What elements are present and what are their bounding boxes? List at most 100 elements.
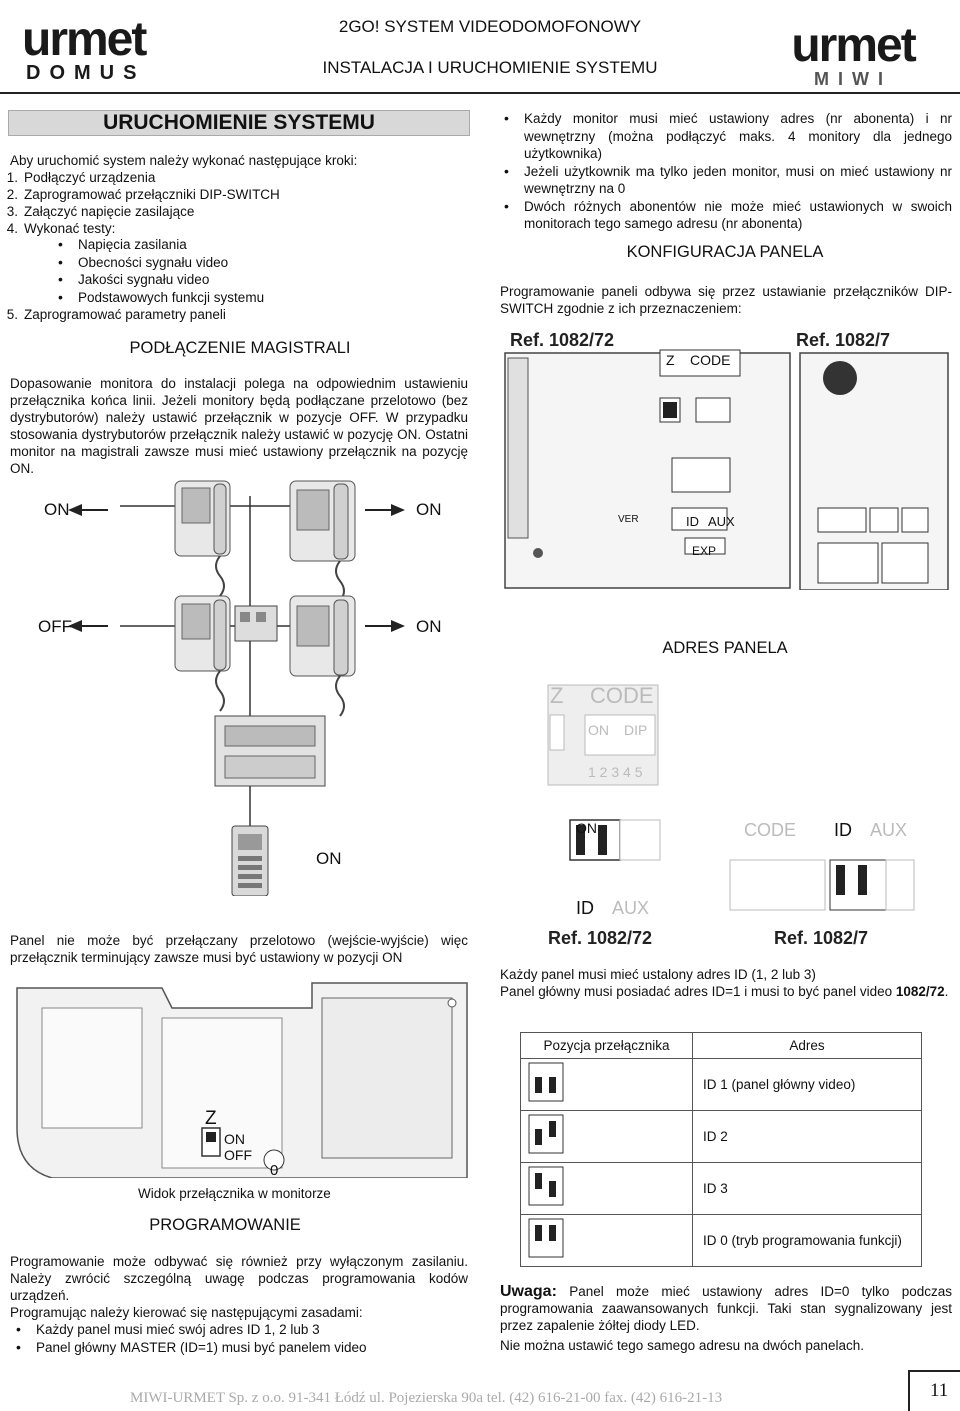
step-item: 3.Załączyć napięcie zasilające: [6, 204, 195, 219]
list-item: Każdy monitor musi mieć ustawiony adres …: [498, 110, 952, 163]
board-diagram-svg: [504, 349, 949, 591]
ref-1082-72-top: Ref. 1082/72: [510, 330, 615, 350]
dip-label-id-2: ID: [576, 898, 594, 918]
monitor-icon: [289, 480, 356, 622]
step-item: 4.Wykonać testy:: [6, 221, 116, 236]
address-note-1: Każdy panel musi mieć ustalony adres ID …: [500, 967, 816, 982]
intro-text: Aby uruchomić system należy wykonać nast…: [10, 153, 358, 168]
header-divider: [0, 92, 960, 94]
board-diagram: [500, 328, 952, 591]
list-item: Jeżeli użytkownik ma tylko jeden monitor…: [498, 163, 952, 198]
board-label-aux: AUX: [708, 514, 735, 529]
dip-switch-icon: [528, 1218, 564, 1258]
logo-right: urmet MIWI: [788, 19, 918, 90]
logo-left: urmet DOMUS: [22, 13, 147, 85]
list-item: Panel główny MASTER (ID=1) musi być pane…: [10, 1339, 450, 1357]
logo-left-sub: DOMUS: [26, 62, 146, 84]
warning-label: Uwaga:: [500, 1283, 557, 1300]
footer-text: MIWI-URMET Sp. z o.o. 91-341 Łódź ul. Po…: [130, 1390, 723, 1406]
label-on-3: ON: [416, 617, 442, 636]
page-number: 11: [930, 1380, 949, 1401]
list-item: Jakości sygnału video: [52, 271, 432, 289]
monitor-back-view: [12, 978, 470, 1179]
list-item: Dwóch różnych abonentów nie może mieć us…: [498, 198, 952, 233]
ref-1082-72: Ref. 1082/72: [548, 928, 653, 948]
monitor-label-z: Z: [205, 1108, 217, 1129]
bus-text: Dopasowanie monitora do instalacji poleg…: [10, 376, 468, 476]
table-cell-address: ID 0 (tryb programowania funkcji): [692, 1214, 922, 1267]
panel-config-title: KONFIGURACJA PANELA: [626, 243, 824, 261]
bus-diagram-svg: [68, 480, 405, 897]
table-row: ID 0 (tryb programowania funkcji): [520, 1214, 922, 1267]
dip-label-code-2: CODE: [744, 820, 797, 840]
table-row: ID 3: [520, 1162, 922, 1215]
list-item: Każdy panel musi mieć swój adres ID 1, 2…: [10, 1321, 450, 1339]
warning-text: Uwaga: Panel może mieć ustawiony adres I…: [500, 1283, 952, 1333]
bus-title: PODŁĄCZENIE MAGISTRALI: [129, 339, 351, 357]
board-label-code: CODE: [690, 352, 731, 368]
table-row: ID 2: [520, 1110, 922, 1163]
monitor-back-svg: [16, 982, 468, 1179]
monitor-icon: [174, 595, 231, 712]
address-note-2: Panel główny musi posiadać adres ID=1 i …: [500, 984, 949, 999]
dip-label-id: ID: [834, 820, 852, 840]
table-row: ID 1 (panel główny video): [520, 1058, 922, 1111]
warning-text-2: Nie można ustawić tego samego adresu na …: [500, 1338, 864, 1353]
monitor-icon: [289, 595, 356, 717]
label-off: OFF: [38, 617, 72, 636]
board-label-ver: VER: [618, 514, 639, 525]
label-on-4: ON: [316, 849, 342, 868]
address-dip-svg: [547, 684, 915, 911]
door-panel-icon: [231, 825, 269, 897]
dip-switch-icon: [528, 1062, 564, 1102]
logo-right-main: urmet: [791, 19, 916, 72]
dip-label-z: Z: [550, 683, 564, 708]
ref-1082-7-top: Ref. 1082/7: [796, 330, 891, 350]
board-label-z: Z: [666, 352, 675, 368]
dip-label-dip: DIP: [624, 722, 648, 738]
step-item: 1.Podłączyć urządzenia: [6, 170, 156, 185]
dip-switch-icon: [528, 1166, 564, 1206]
panel-config-text: Programowanie paneli odbywa się przez us…: [500, 284, 952, 316]
label-on-1: ON: [44, 500, 70, 519]
address-title: ADRES PANELA: [662, 639, 788, 657]
programming-title: PROGRAMOWANIE: [149, 1216, 301, 1234]
document-title: 2GO! SYSTEM VIDEODOMOFONOWY: [338, 17, 642, 36]
dip-label-on-2: ON: [576, 820, 597, 836]
tests-list: Napięcia zasilania Obecności sygnału vid…: [52, 236, 432, 306]
list-item: Obecności sygnału video: [52, 254, 432, 272]
step-item: 5.Zaprogramować parametry paneli: [6, 307, 226, 322]
section-title-bar: URUCHOMIENIE SYSTEMU: [8, 110, 470, 136]
address-table: Pozycja przełącznika Adres ID 1 (panel g…: [520, 1032, 922, 1267]
table-header-address: Adres: [692, 1032, 922, 1059]
dip-label-on: ON: [588, 722, 609, 738]
table-cell-address: ID 3: [692, 1162, 922, 1215]
distributor-icon: [234, 605, 278, 642]
dip-label-code: CODE: [590, 683, 654, 708]
power-supply-icon: [214, 715, 326, 787]
dip-label-numbers: 1 2 3 4 5: [588, 764, 643, 780]
monitor-label-off: OFF: [224, 1147, 252, 1163]
dip-switch-icon: [528, 1114, 564, 1154]
board-label-exp: EXP: [692, 544, 717, 558]
panel-note: Panel nie może być przełączany przelotow…: [10, 933, 468, 965]
monitor-label-on: ON: [224, 1131, 245, 1147]
table-cell-address: ID 1 (panel główny video): [692, 1058, 922, 1111]
label-on-2: ON: [416, 500, 442, 519]
dip-label-aux: AUX: [870, 820, 908, 840]
monitor-label-zero: 0: [270, 1162, 279, 1179]
board-label-id: ID: [686, 514, 699, 529]
ref-1082-7: Ref. 1082/7: [774, 928, 869, 948]
monitor-icon: [174, 480, 231, 617]
list-item: Napięcia zasilania: [52, 236, 432, 254]
monitor-caption: Widok przełącznika w monitorze: [138, 1186, 331, 1201]
bus-diagram: [20, 476, 470, 897]
programming-text-1: Programowanie może odbywać się również p…: [10, 1254, 468, 1303]
logo-left-main: urmet: [22, 13, 147, 66]
page-number-box: 11: [908, 1370, 960, 1411]
programming-rules: Każdy panel musi mieć swój adres ID 1, 2…: [10, 1321, 450, 1356]
monitor-rules: Każdy monitor musi mieć ustawiony adres …: [498, 110, 952, 233]
step-item: 2.Zaprogramować przełączniki DIP-SWITCH: [6, 187, 280, 202]
programming-text-2: Programując należy kierować się następuj…: [10, 1305, 363, 1320]
address-dip-diagram: [540, 675, 920, 945]
